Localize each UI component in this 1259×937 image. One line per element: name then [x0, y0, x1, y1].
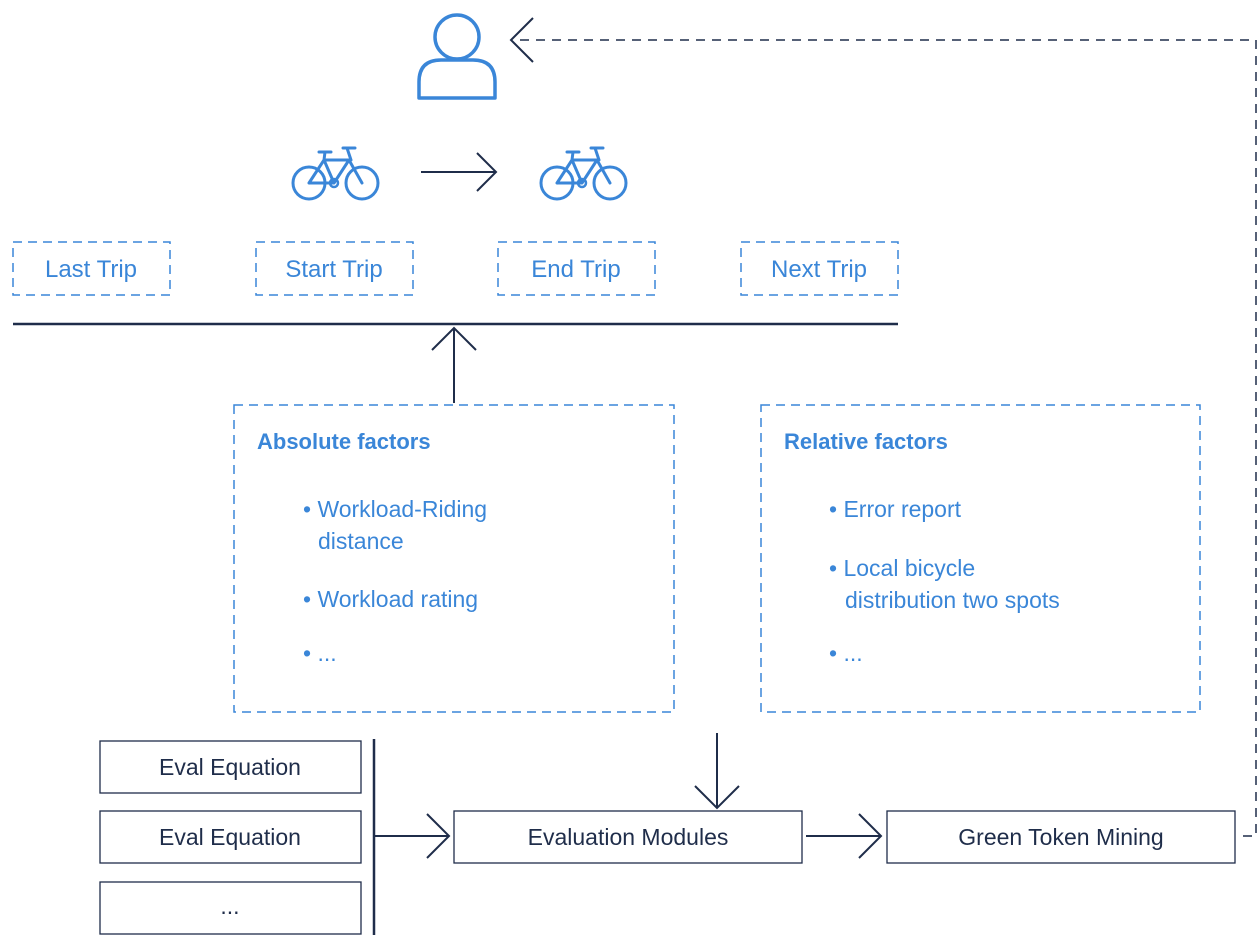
next-trip-label: Next Trip	[771, 256, 867, 283]
last-trip-box	[12, 241, 171, 296]
absolute-factor-item: distance	[318, 528, 404, 554]
factors-up-arrow	[431, 326, 477, 403]
eval-equation-box	[99, 740, 362, 794]
eval-equation-label: Eval Equation	[159, 824, 301, 850]
evaluation-modules-box	[453, 810, 803, 864]
relative-factor-item: distribution two spots	[845, 587, 1060, 613]
evaluation-modules-label: Evaluation Modules	[528, 824, 729, 850]
absolute-factor-item: • ...	[303, 640, 337, 666]
relative-factor-item: • Error report	[829, 496, 962, 522]
eval-equation-label: ...	[220, 893, 239, 919]
absolute-factor-item: • Workload rating	[303, 586, 478, 612]
bicycle-icon	[539, 146, 628, 201]
relative-factor-item: • Local bicycle	[829, 555, 975, 581]
green-token-mining-label: Green Token Mining	[958, 824, 1163, 850]
start-trip-box	[255, 241, 414, 296]
green-token-mining-box	[886, 810, 1236, 864]
eval-equation-box	[99, 881, 362, 935]
absolute-factor-item: • Workload-Riding	[303, 496, 487, 522]
eval-equation-box	[99, 810, 362, 864]
relative-factor-item: • ...	[829, 640, 863, 666]
user-icon	[417, 13, 497, 100]
last-trip-label: Last Trip	[45, 256, 137, 283]
factors-down-arrow	[694, 733, 740, 810]
absolute-factors-title: Absolute factors	[257, 429, 431, 454]
end-trip-box	[497, 241, 656, 296]
next-trip-box	[740, 241, 899, 296]
feedback-arrowhead	[509, 17, 534, 63]
relative-factors-title: Relative factors	[784, 429, 948, 454]
absolute-factors-box	[233, 404, 675, 713]
feedback-dashed-line	[516, 39, 1257, 837]
start-trip-label: Start Trip	[285, 256, 382, 283]
end-trip-label: End Trip	[531, 256, 620, 283]
equations-arrow	[374, 813, 451, 859]
relative-factors-box	[760, 404, 1201, 713]
eval-equation-label: Eval Equation	[159, 754, 301, 780]
trip-arrow	[421, 152, 498, 192]
mining-arrow	[806, 813, 883, 859]
bicycle-icon	[291, 146, 380, 201]
